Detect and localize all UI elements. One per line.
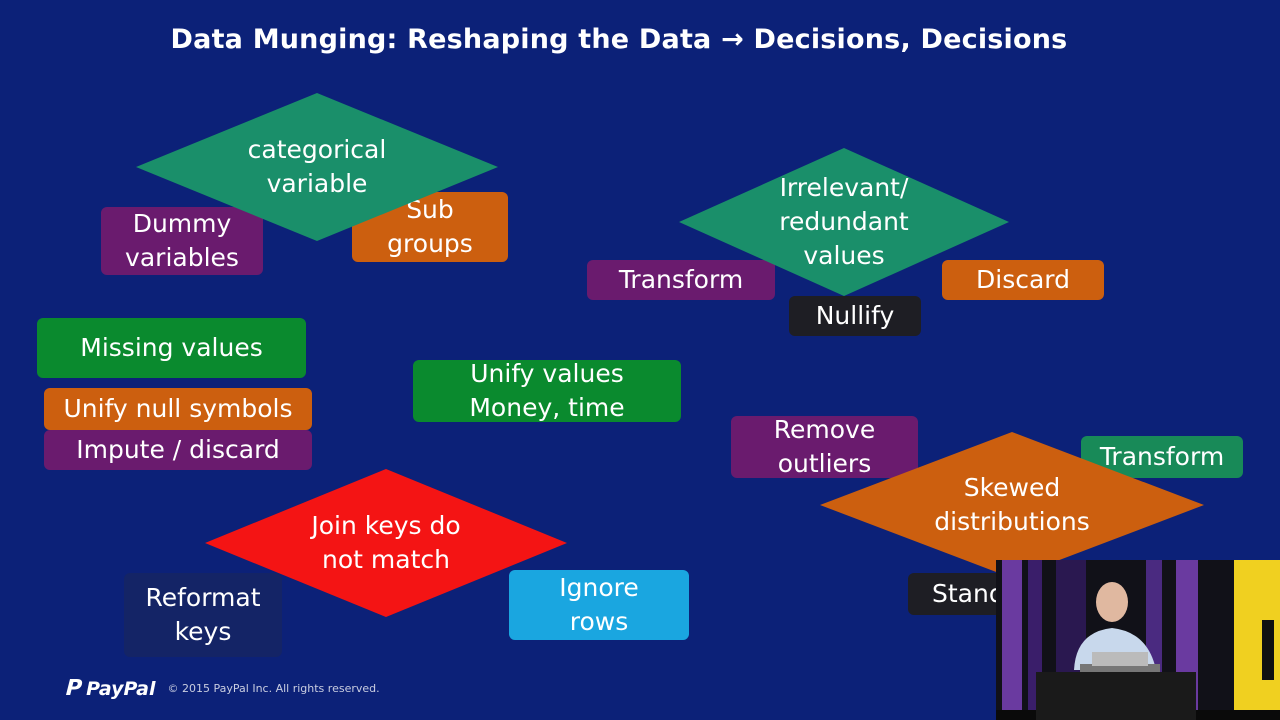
diamond-shape <box>820 432 1204 578</box>
unify-null-symbols-box: Unify null symbols <box>44 388 312 430</box>
speaker-video <box>996 560 1280 720</box>
skewed-distributions-diamond: Skewed distributions <box>820 432 1204 578</box>
dummy-variables-box: Dummy variables <box>101 207 263 275</box>
ignore-rows-box: Ignore rows <box>509 570 689 640</box>
categorical-variable-label: categorical variable <box>247 135 387 198</box>
irrelevant-redundant-label: Irrelevant/ redundant values <box>779 173 909 270</box>
missing-values-box: Missing values <box>37 318 306 378</box>
discard-box: Discard <box>942 260 1104 300</box>
diamond-shape <box>679 148 1009 296</box>
sub-groups-box: Sub groups <box>352 192 508 262</box>
paypal-p-icon: 𝗣 <box>64 676 81 701</box>
footer: 𝗣 PayPal © 2015 PayPal Inc. All rights r… <box>64 676 380 701</box>
diamond-shape <box>136 93 498 241</box>
categorical-variable-diamond: categorical variable <box>136 93 498 241</box>
skewed-distributions-label: Skewed distributions <box>934 473 1090 536</box>
irrelevant-redundant-diamond: Irrelevant/ redundant values <box>679 148 1009 296</box>
paypal-logo-text: PayPal <box>86 677 156 700</box>
remove-outliers-box: Remove outliers <box>731 415 918 478</box>
unify-values-box: Unify values Money, time <box>413 359 681 422</box>
speaker-video-icon <box>996 560 1280 720</box>
impute-discard-box: Impute / discard <box>44 430 312 470</box>
slide-title: Data Munging: Reshaping the Data → Decis… <box>170 24 1068 55</box>
transform-left-box: Transform <box>587 260 775 300</box>
copyright-text: © 2015 PayPal Inc. All rights reserved. <box>167 682 380 695</box>
reformat-keys-box: Reformat keys <box>124 573 282 657</box>
paypal-logo: 𝗣 PayPal <box>64 676 156 701</box>
join-keys-label: Join keys do not match <box>311 511 461 574</box>
join-keys-diamond: Join keys do not match <box>205 469 567 617</box>
nullify-box: Nullify <box>789 296 921 336</box>
diamond-shape <box>205 469 567 617</box>
